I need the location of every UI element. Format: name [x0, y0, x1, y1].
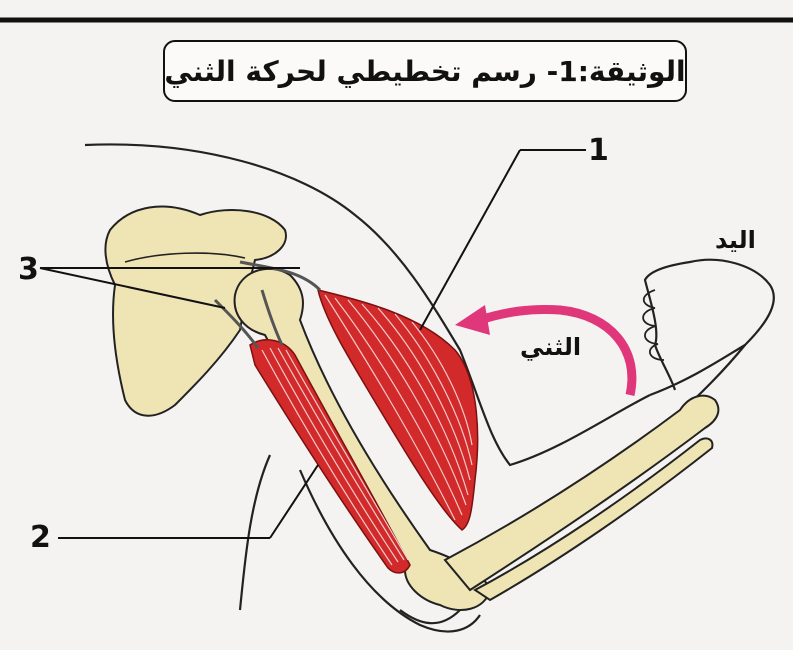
- label-3: 3: [18, 252, 39, 287]
- label-flexion: الثني: [520, 333, 581, 361]
- radius-bone: [475, 438, 712, 600]
- flexion-arrowhead: [455, 305, 490, 335]
- leader-2: [270, 465, 318, 538]
- hand-fingers: [643, 290, 664, 360]
- diagram-title: الوثيقة:1- رسم تخطيطي لحركة الثني: [164, 55, 685, 88]
- ulna-bone: [445, 396, 718, 590]
- label-hand: اليد: [715, 226, 756, 254]
- label-1: 1: [588, 133, 609, 168]
- hand-outline: [645, 260, 774, 395]
- leader-1: [420, 150, 520, 330]
- label-2: 2: [30, 520, 51, 555]
- title-box: الوثيقة:1- رسم تخطيطي لحركة الثني: [163, 40, 687, 102]
- upper-arm-back-outline: [240, 455, 270, 610]
